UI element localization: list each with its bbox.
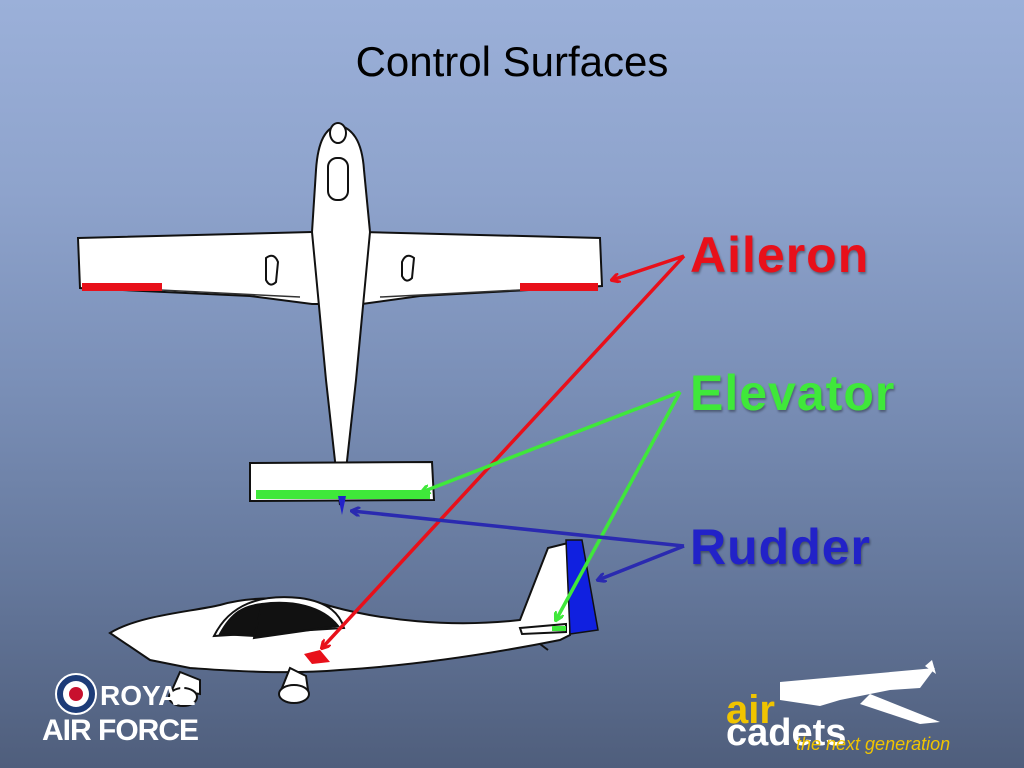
aileron-side-surface	[304, 650, 330, 664]
side-fuselage	[108, 540, 574, 674]
top-view-aircraft	[76, 122, 604, 506]
spinner	[329, 122, 347, 144]
elevator-side-surface	[552, 626, 566, 631]
roundel-icon	[55, 673, 97, 715]
raf-logo: ROYAL AIR FORCE	[40, 672, 210, 752]
elevator-surface	[256, 490, 430, 499]
elevator-arrows	[422, 390, 682, 620]
raf-line-2: AIR FORCE	[42, 714, 199, 747]
glider-icon	[780, 660, 940, 724]
canopy	[327, 157, 349, 201]
right-aileron-surface	[520, 283, 598, 291]
rudder-tip-top-view	[338, 496, 346, 515]
cadets-word-text: cadets	[726, 712, 847, 754]
cadets-tagline: the next generation	[796, 734, 951, 754]
cadets-air-text: air	[726, 688, 775, 732]
side-view-aircraft	[108, 540, 574, 707]
rudder-arrows	[352, 511, 685, 580]
raf-line-1: ROYAL	[100, 680, 196, 711]
rudder-label: Rudder	[690, 519, 871, 575]
aileron-label: Aileron	[690, 227, 870, 283]
air-cadets-logo: air cadets the next generation	[720, 660, 1010, 760]
rudder-surface	[565, 539, 599, 635]
page-title: Control Surfaces	[355, 38, 669, 85]
elevator-label: Elevator	[690, 365, 896, 421]
aileron-arrows	[322, 254, 686, 648]
left-aileron-surface	[82, 283, 162, 291]
